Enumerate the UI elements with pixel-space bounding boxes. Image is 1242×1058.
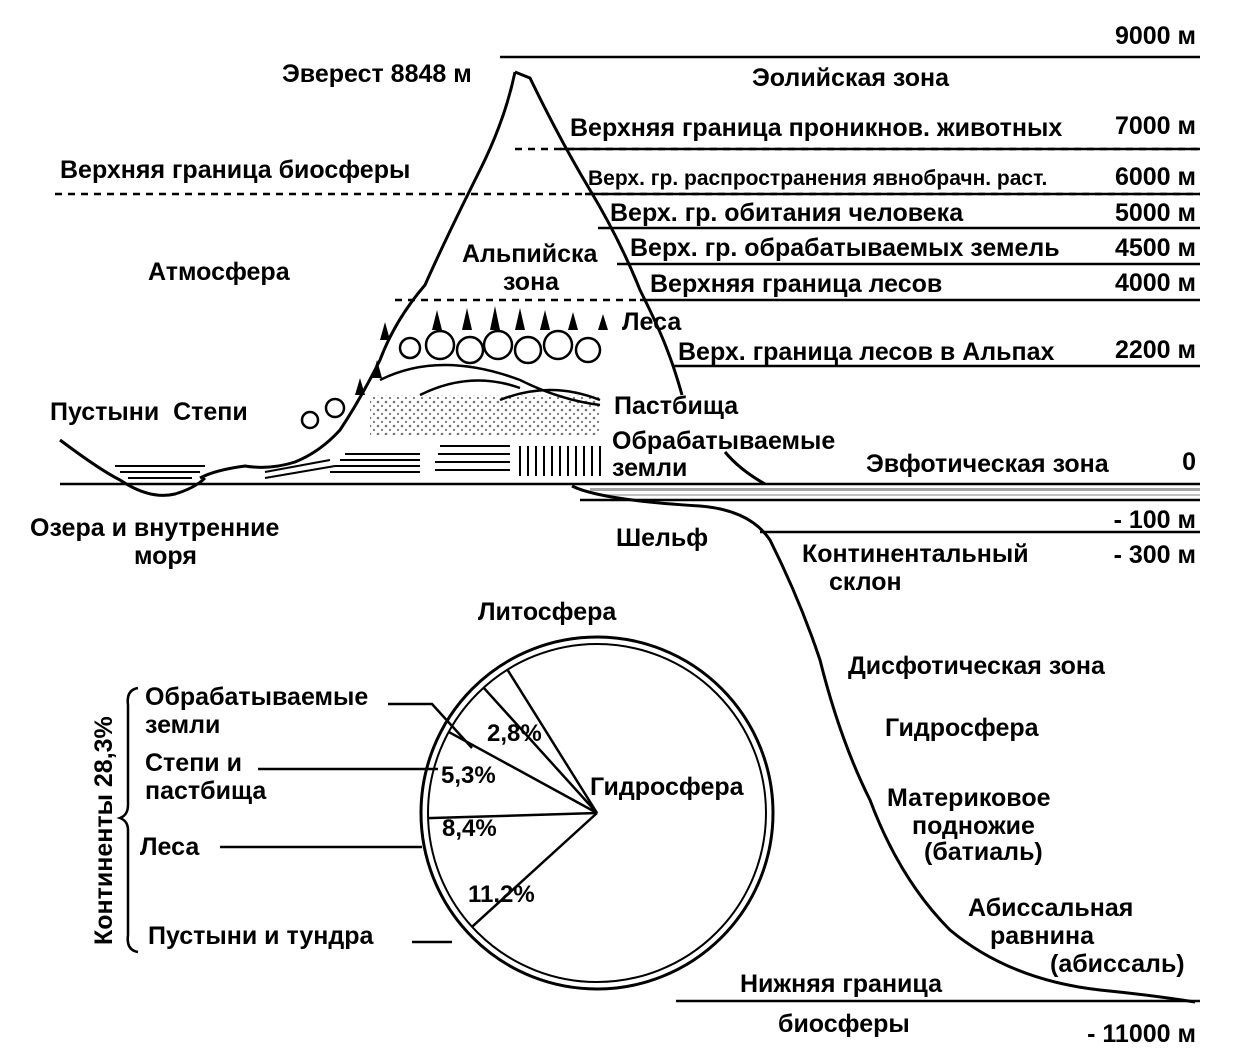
lake-water: [115, 465, 205, 479]
label-animals-limit: Верхняя граница проникнов. животных: [570, 114, 1062, 142]
alt-0: 0: [1182, 448, 1196, 476]
legend-steppes-2: пастбища: [145, 777, 267, 805]
pie-slice-boundary: [482, 686, 598, 814]
legend-deserts: Пустыни и тундра: [148, 922, 374, 950]
label-abyssal-2: равнина: [990, 922, 1095, 950]
cultivated-fields: [264, 445, 510, 479]
label-hydrosphere: Гидросфера: [885, 714, 1040, 742]
continental-slope: [571, 484, 1196, 1004]
conifers: [355, 306, 608, 395]
label-deserts-steppes: Пустыни Степи: [50, 398, 248, 426]
altitude-values: 9000 м 7000 м 6000 м 5000 м 4500 м 4000 …: [1087, 22, 1196, 1048]
continents-brace: [116, 686, 139, 954]
label-cultivated-limit: Верх. гр. обрабатываемых земель: [630, 234, 1060, 262]
legend-cultivated-2: земли: [145, 711, 220, 739]
label-alps-forest: Верх. граница лесов в Альпах: [678, 338, 1055, 366]
pie-slice-label-forests: 8,4%: [442, 815, 497, 842]
label-alpine-1: Альпийска: [462, 240, 599, 268]
label-forests: Леса: [622, 308, 682, 336]
mountain-left-slope: [199, 71, 517, 480]
forest: [300, 329, 602, 430]
label-pastures: Пастбища: [614, 392, 739, 420]
pie-legend: Континенты 28,3% Обрабатываемые земли Ст…: [90, 683, 473, 954]
pasture-dots: [370, 395, 600, 435]
zone-labels: Эверест 8848 м Эолийская зона Верхняя гр…: [30, 60, 1185, 1038]
label-alpine-2: зона: [503, 268, 560, 296]
alt-4500: 4500 м: [1115, 234, 1196, 262]
label-everest: Эверест 8848 м: [282, 60, 472, 88]
label-cont-slope-1: Континентальный: [802, 540, 1029, 568]
alt-9000: 9000 м: [1115, 22, 1196, 50]
label-biosphere-upper: Верхняя граница биосферы: [60, 156, 410, 184]
label-cultivated-2: земли: [612, 454, 687, 482]
pie-chart: Гидросфера 2,8% 5,3% 8,4% 11,2%: [419, 635, 775, 991]
label-cont-rise-1: Материковое: [887, 784, 1051, 812]
label-abyssal-1: Абиссальная: [968, 894, 1133, 922]
pie-hydrosphere-label: Гидросфера: [590, 773, 745, 801]
pie-slice-lines: [428, 669, 599, 928]
alt-6000: 6000 м: [1115, 163, 1196, 191]
alt-minus11000: - 11000 м: [1087, 1020, 1196, 1048]
label-disphotic: Дисфотическая зона: [848, 652, 1106, 680]
crop-stalks: [519, 446, 601, 476]
label-lakes-2: моря: [134, 542, 197, 570]
label-biosphere-lower-2: биосферы: [778, 1010, 910, 1038]
label-biosphere-lower-1: Нижняя граница: [740, 970, 943, 998]
lake-basin: [59, 438, 207, 497]
label-cont-rise-2: подножие: [912, 812, 1035, 840]
alt-5000: 5000 м: [1115, 199, 1196, 227]
label-human-limit: Верх. гр. обитания человека: [610, 199, 964, 227]
mountain-right-slope: [514, 70, 684, 396]
alt-minus100: - 100 м: [1114, 506, 1196, 534]
label-cultivated-1: Обрабатываемые: [612, 427, 835, 455]
pie-slice-boundary: [471, 812, 598, 928]
label-lakes-1: Озера и внутренние: [30, 514, 280, 542]
label-cont-rise-3: (батиаль): [924, 838, 1043, 866]
legend-leader-lines: [220, 702, 473, 944]
label-euphotic: Эвфотическая зона: [866, 450, 1110, 478]
pie-inner-ring: [427, 643, 767, 983]
alt-minus300: - 300 м: [1114, 541, 1196, 569]
label-lithosphere: Литосфера: [478, 598, 617, 626]
label-cont-slope-2: склон: [829, 568, 902, 596]
pie-outer-ring: [419, 635, 775, 991]
terrain-profile: [59, 70, 1196, 1004]
label-shelf: Шельф: [616, 524, 708, 552]
alt-2200: 2200 м: [1115, 336, 1196, 364]
legend-forests: Леса: [140, 833, 200, 861]
pie-slice-boundary: [506, 669, 599, 814]
continents-vertical-label: Континенты 28,3%: [90, 716, 118, 945]
alt-7000: 7000 м: [1115, 112, 1196, 140]
euphotic-band: [590, 488, 1200, 496]
cultivated-bump: [723, 451, 766, 486]
pie-slice-boundary: [428, 811, 598, 820]
pie-slice-label-steppes: 5,3%: [441, 762, 496, 789]
label-atmosphere: Атмосфера: [148, 258, 291, 286]
legend-cultivated-1: Обрабатываемые: [145, 683, 368, 711]
label-eolian-zone: Эолийская зона: [752, 64, 950, 92]
label-forest-limit: Верхняя граница лесов: [650, 270, 942, 298]
altitude-lines: [55, 55, 1200, 1003]
alt-4000: 4000 м: [1115, 269, 1196, 297]
legend-steppes-1: Степи и: [145, 749, 242, 777]
label-abyssal-3: (абиссаль): [1050, 950, 1185, 978]
label-plants-limit: Верх. гр. распространения явнобрачн. рас…: [588, 167, 1047, 190]
pie-slice-boundary: [448, 730, 598, 815]
pie-slice-label-deserts: 11,2%: [468, 881, 535, 908]
pie-slice-label-cultivated: 2,8%: [487, 720, 542, 747]
